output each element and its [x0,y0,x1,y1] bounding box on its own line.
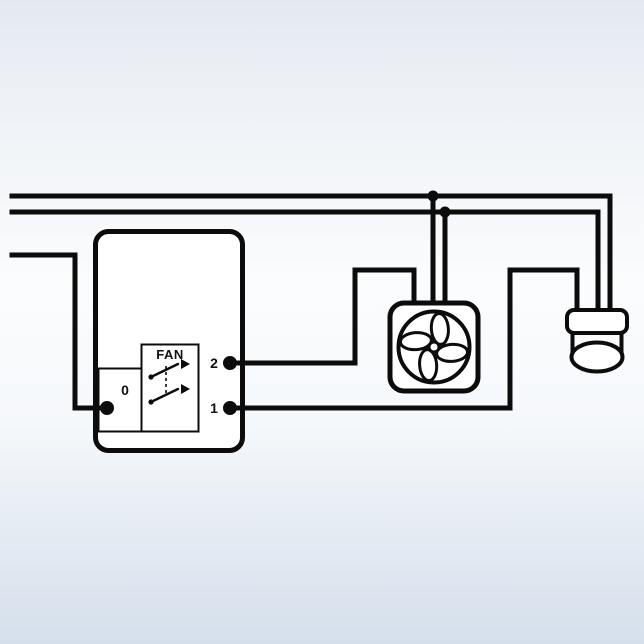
downlight-icon [569,340,625,374]
contact-blade-bottom [149,387,180,404]
light-cap [565,308,629,335]
fan-switch-box [140,343,200,433]
double-switch-contact-icon [148,359,190,405]
junction-dot-top-rail [427,190,439,202]
terminal-dot-1 [223,401,237,415]
contact-arrow-bottom-icon [181,384,190,394]
terminal-dot-2 [223,356,237,370]
fan-switch-label: FAN [156,347,184,362]
terminal-1-to-light-wire [227,267,580,411]
switch-unit: FAN 0 2 1 [93,229,245,453]
switch-common-feed-wire [9,252,110,411]
wires [9,193,613,411]
supply-wire-top [9,193,613,315]
junction-dot-second-rail [439,206,451,218]
contact-arrow-top-icon [181,359,190,369]
common-terminal-box [97,367,143,433]
supply-wire-second [9,209,601,315]
terminal-2-to-fan-wire [227,267,417,366]
light-device [565,308,629,374]
terminal-dot-common [100,401,114,415]
common-terminal-label: 0 [121,382,129,398]
terminal-2-label: 2 [210,355,218,371]
fan-blades-icon [398,311,470,383]
contact-blade-top [149,362,180,379]
fan-device [387,300,481,394]
terminal-1-label: 1 [210,400,218,416]
